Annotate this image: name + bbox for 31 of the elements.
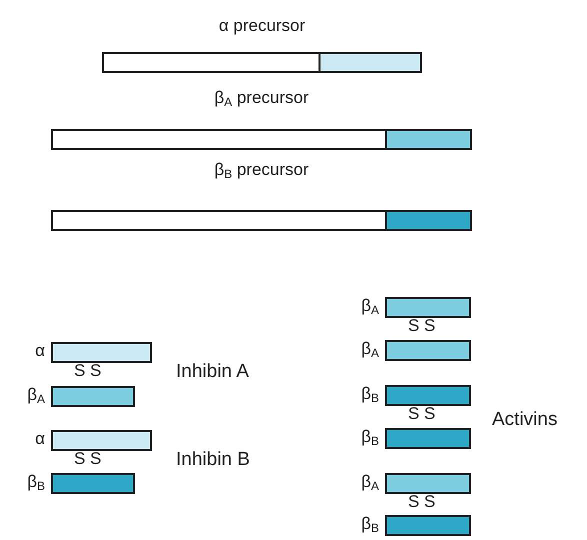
subunit-label: β$_{A}$ [27,385,45,405]
subunit-label: β$_{A}$ [361,296,379,316]
subunit-bar [385,385,471,406]
subunit-label: β$_{B}$ [361,384,379,404]
disulfide-label: S S [408,492,436,512]
disulfide-label: S S [408,316,436,336]
disulfide-label: S S [74,449,102,469]
subunit-label: β$_{A}$ [361,472,379,492]
subunit-bar [385,297,471,318]
subunit-bar [385,340,471,361]
precursor-title: β$_{A}$ precursor [214,88,309,108]
subunit-bar [385,428,471,449]
precursor-title: α precursor [218,16,306,36]
subunit-label: β$_{B}$ [361,427,379,447]
precursor-title: β$_{B}$ precursor [214,160,309,180]
subunit-bar [51,473,135,494]
subunit-label: α [35,429,45,449]
complex-label: Inhibin B [176,450,250,470]
subunit-bar [51,386,135,407]
subunit-label: β$_{B}$ [27,472,45,492]
complex-label: Inhibin A [176,362,249,382]
subunit-label: β$_{A}$ [361,339,379,359]
disulfide-label: S S [74,361,102,381]
subunit-bar [385,473,471,494]
disulfide-label: S S [408,404,436,424]
subunit-label: α [35,341,45,361]
subunit-bar [51,342,152,363]
complex-label: Activins [492,410,558,430]
subunit-bar [385,515,471,536]
subunit-label: β$_{B}$ [361,514,379,534]
subunit-bar [51,430,152,451]
